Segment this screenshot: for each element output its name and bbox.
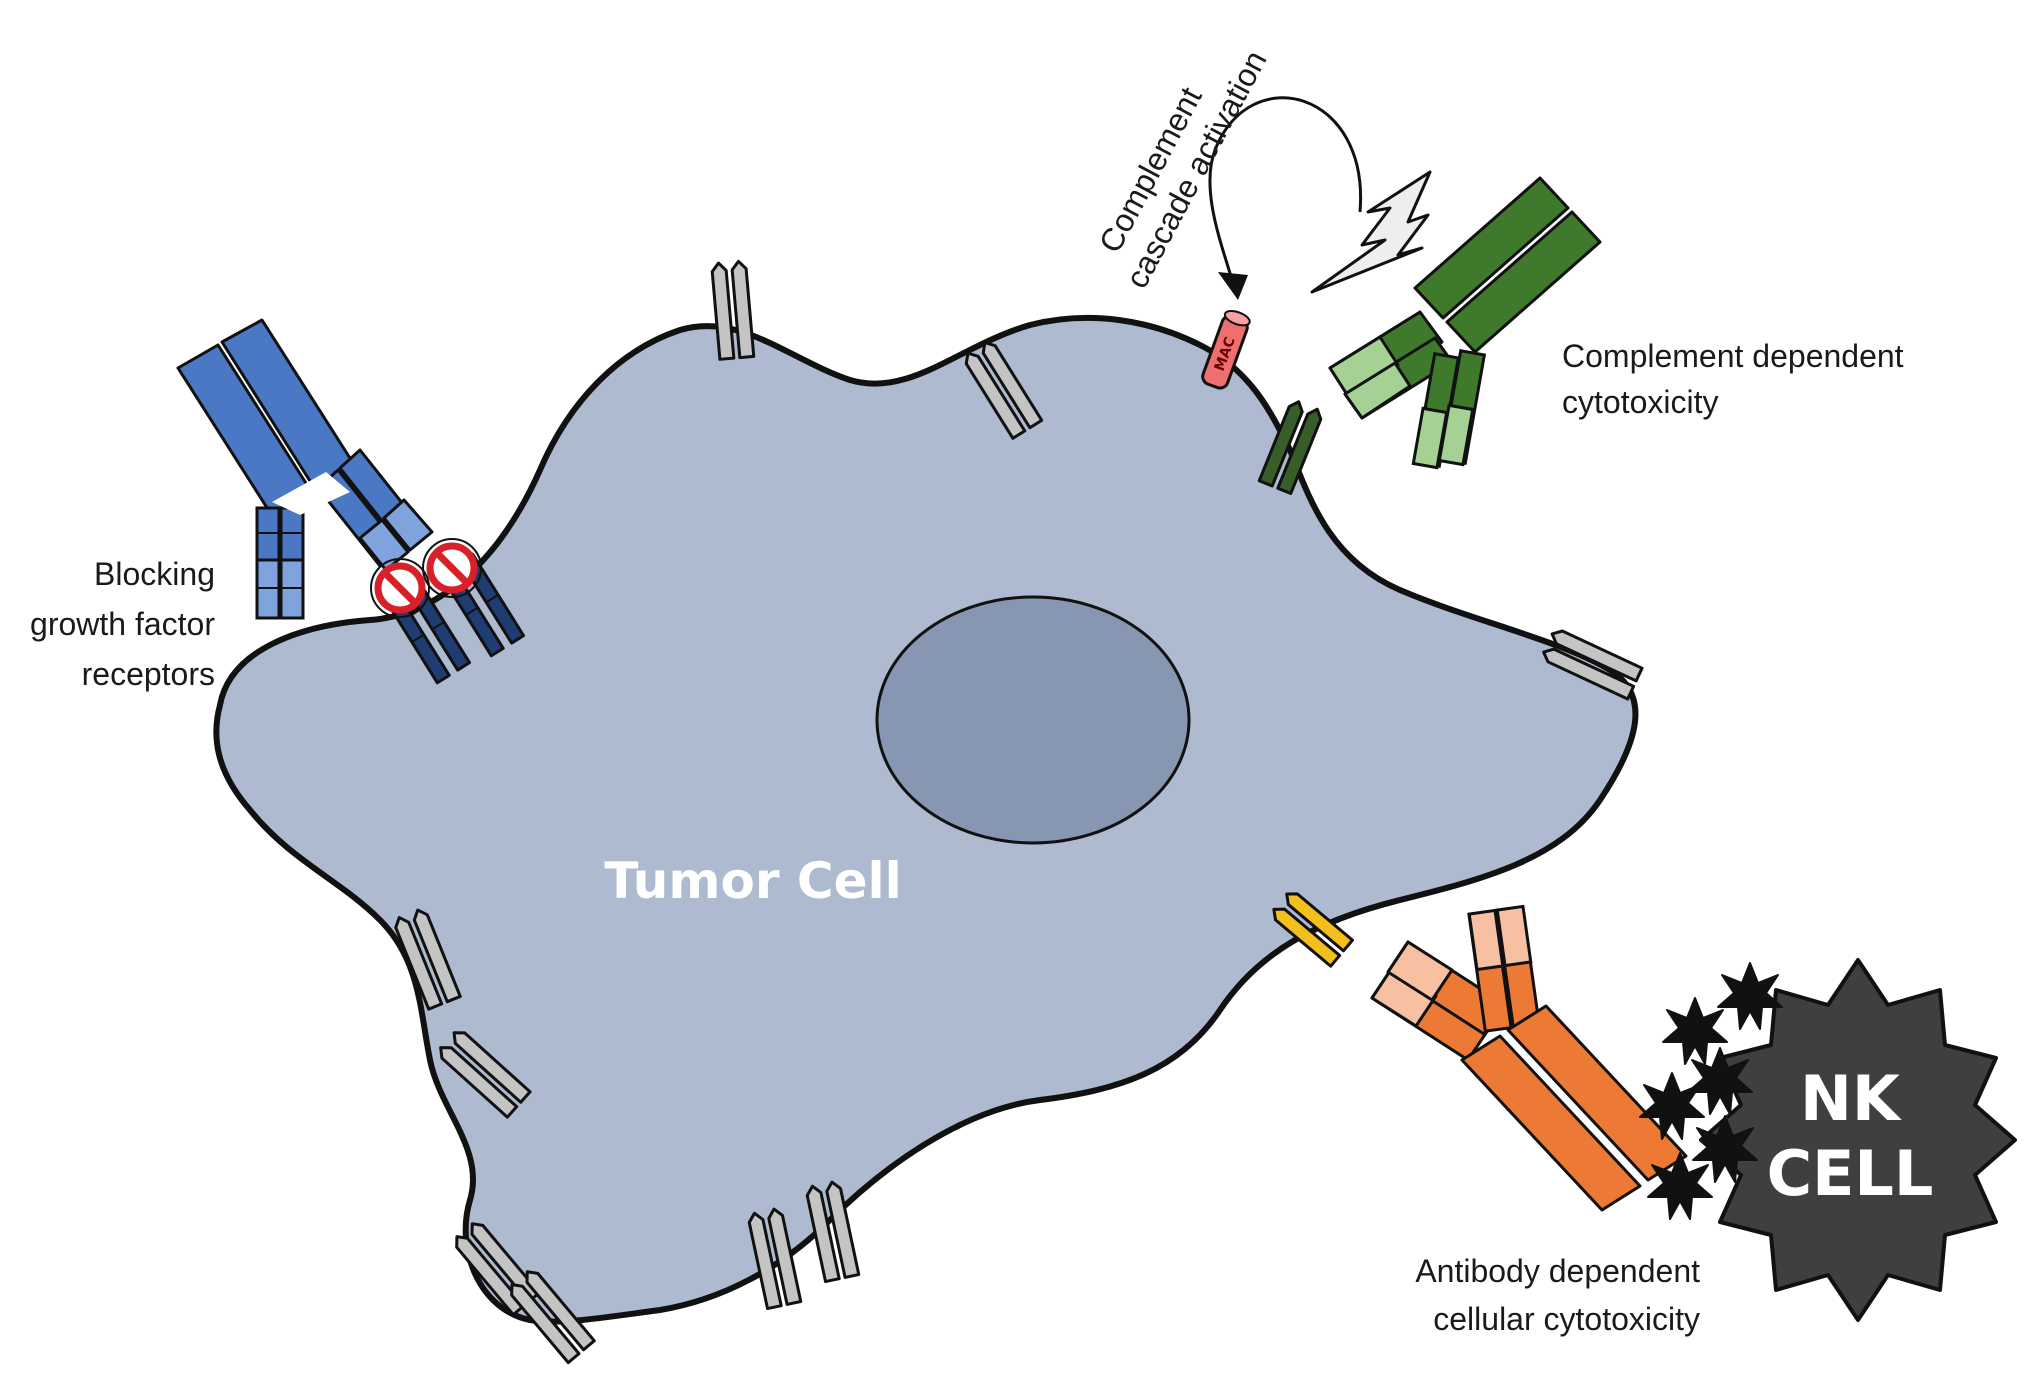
blocking-label-line3: receptors bbox=[82, 656, 215, 692]
green-antibody bbox=[1328, 176, 1602, 470]
orange-antibody bbox=[1370, 904, 1688, 1212]
block-sign-icon bbox=[370, 558, 430, 618]
cdc-label-line1: Complement dependent bbox=[1562, 338, 1904, 374]
cdc-label-line2: cytotoxicity bbox=[1562, 384, 1718, 420]
adcc-label-line2: cellular cytotoxicity bbox=[1433, 1301, 1700, 1337]
tumor-cell-label: Tumor Cell bbox=[604, 852, 902, 910]
mac-complex: MAC bbox=[1201, 309, 1251, 390]
complement-arrow bbox=[1208, 96, 1363, 281]
arrow-head-icon bbox=[1218, 272, 1248, 300]
blocking-label-line2: growth factor bbox=[30, 606, 215, 642]
blue-antibody bbox=[176, 318, 434, 620]
nk-cell-label-line2: CELL bbox=[1767, 1137, 1934, 1210]
lightning-icon bbox=[1310, 170, 1432, 294]
gray-receptor-top bbox=[710, 259, 756, 361]
tumor-cell-body bbox=[213, 315, 1639, 1325]
block-sign-icon bbox=[422, 538, 482, 598]
blocking-label-line1: Blocking bbox=[94, 556, 215, 592]
nucleus bbox=[875, 595, 1191, 845]
adcc-label-line1: Antibody dependent bbox=[1415, 1253, 1700, 1289]
nk-cell-label-line1: NK bbox=[1800, 1062, 1902, 1135]
